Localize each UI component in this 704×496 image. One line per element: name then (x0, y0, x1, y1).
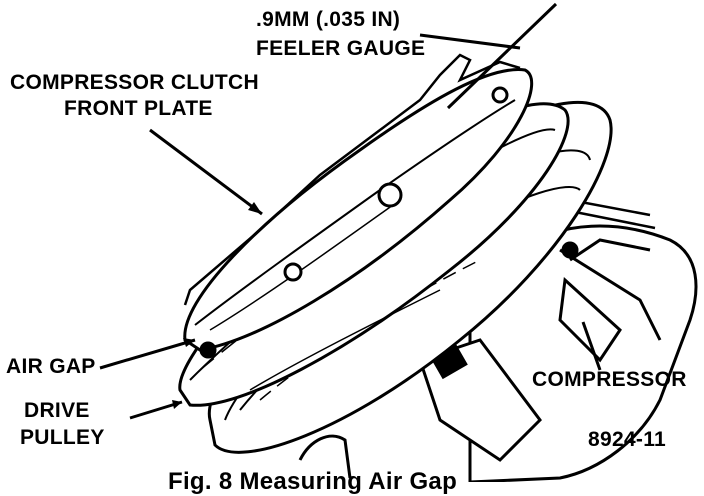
air-gap-leader (99, 338, 196, 370)
feeler-gauge-leader (419, 33, 521, 50)
figure-caption: Fig. 8 Measuring Air Gap (168, 468, 458, 495)
front-plate-leader (149, 128, 263, 216)
compressor-label: COMPRESSOR (532, 368, 687, 391)
air-gap-label: AIR GAP (6, 355, 96, 378)
feeler-gauge-blade (446, 2, 558, 110)
drive-pulley-label-line2: PULLEY (20, 426, 105, 449)
compressor-leader (581, 321, 602, 371)
leader-lines (99, 33, 602, 420)
feeler-gauge-label-line2: FEELER GAUGE (256, 37, 426, 60)
feeler-gauge-label-line1: .9MM (.035 IN) (256, 8, 401, 31)
clutch-front-plate (183, 53, 534, 391)
mounting-bracket (298, 338, 542, 479)
clutch-illustration (99, 2, 698, 482)
drive-pulley-label-line1: DRIVE (24, 399, 90, 422)
diagram-canvas: .9MM (.035 IN) FEELER GAUGE COMPRESSOR C… (6, 2, 698, 495)
front-plate-label-line1: COMPRESSOR CLUTCH (10, 71, 259, 94)
leader-arrowheads (172, 202, 262, 409)
front-plate-label-line2: FRONT PLATE (64, 97, 213, 120)
figure-number: 8924-11 (588, 428, 667, 451)
